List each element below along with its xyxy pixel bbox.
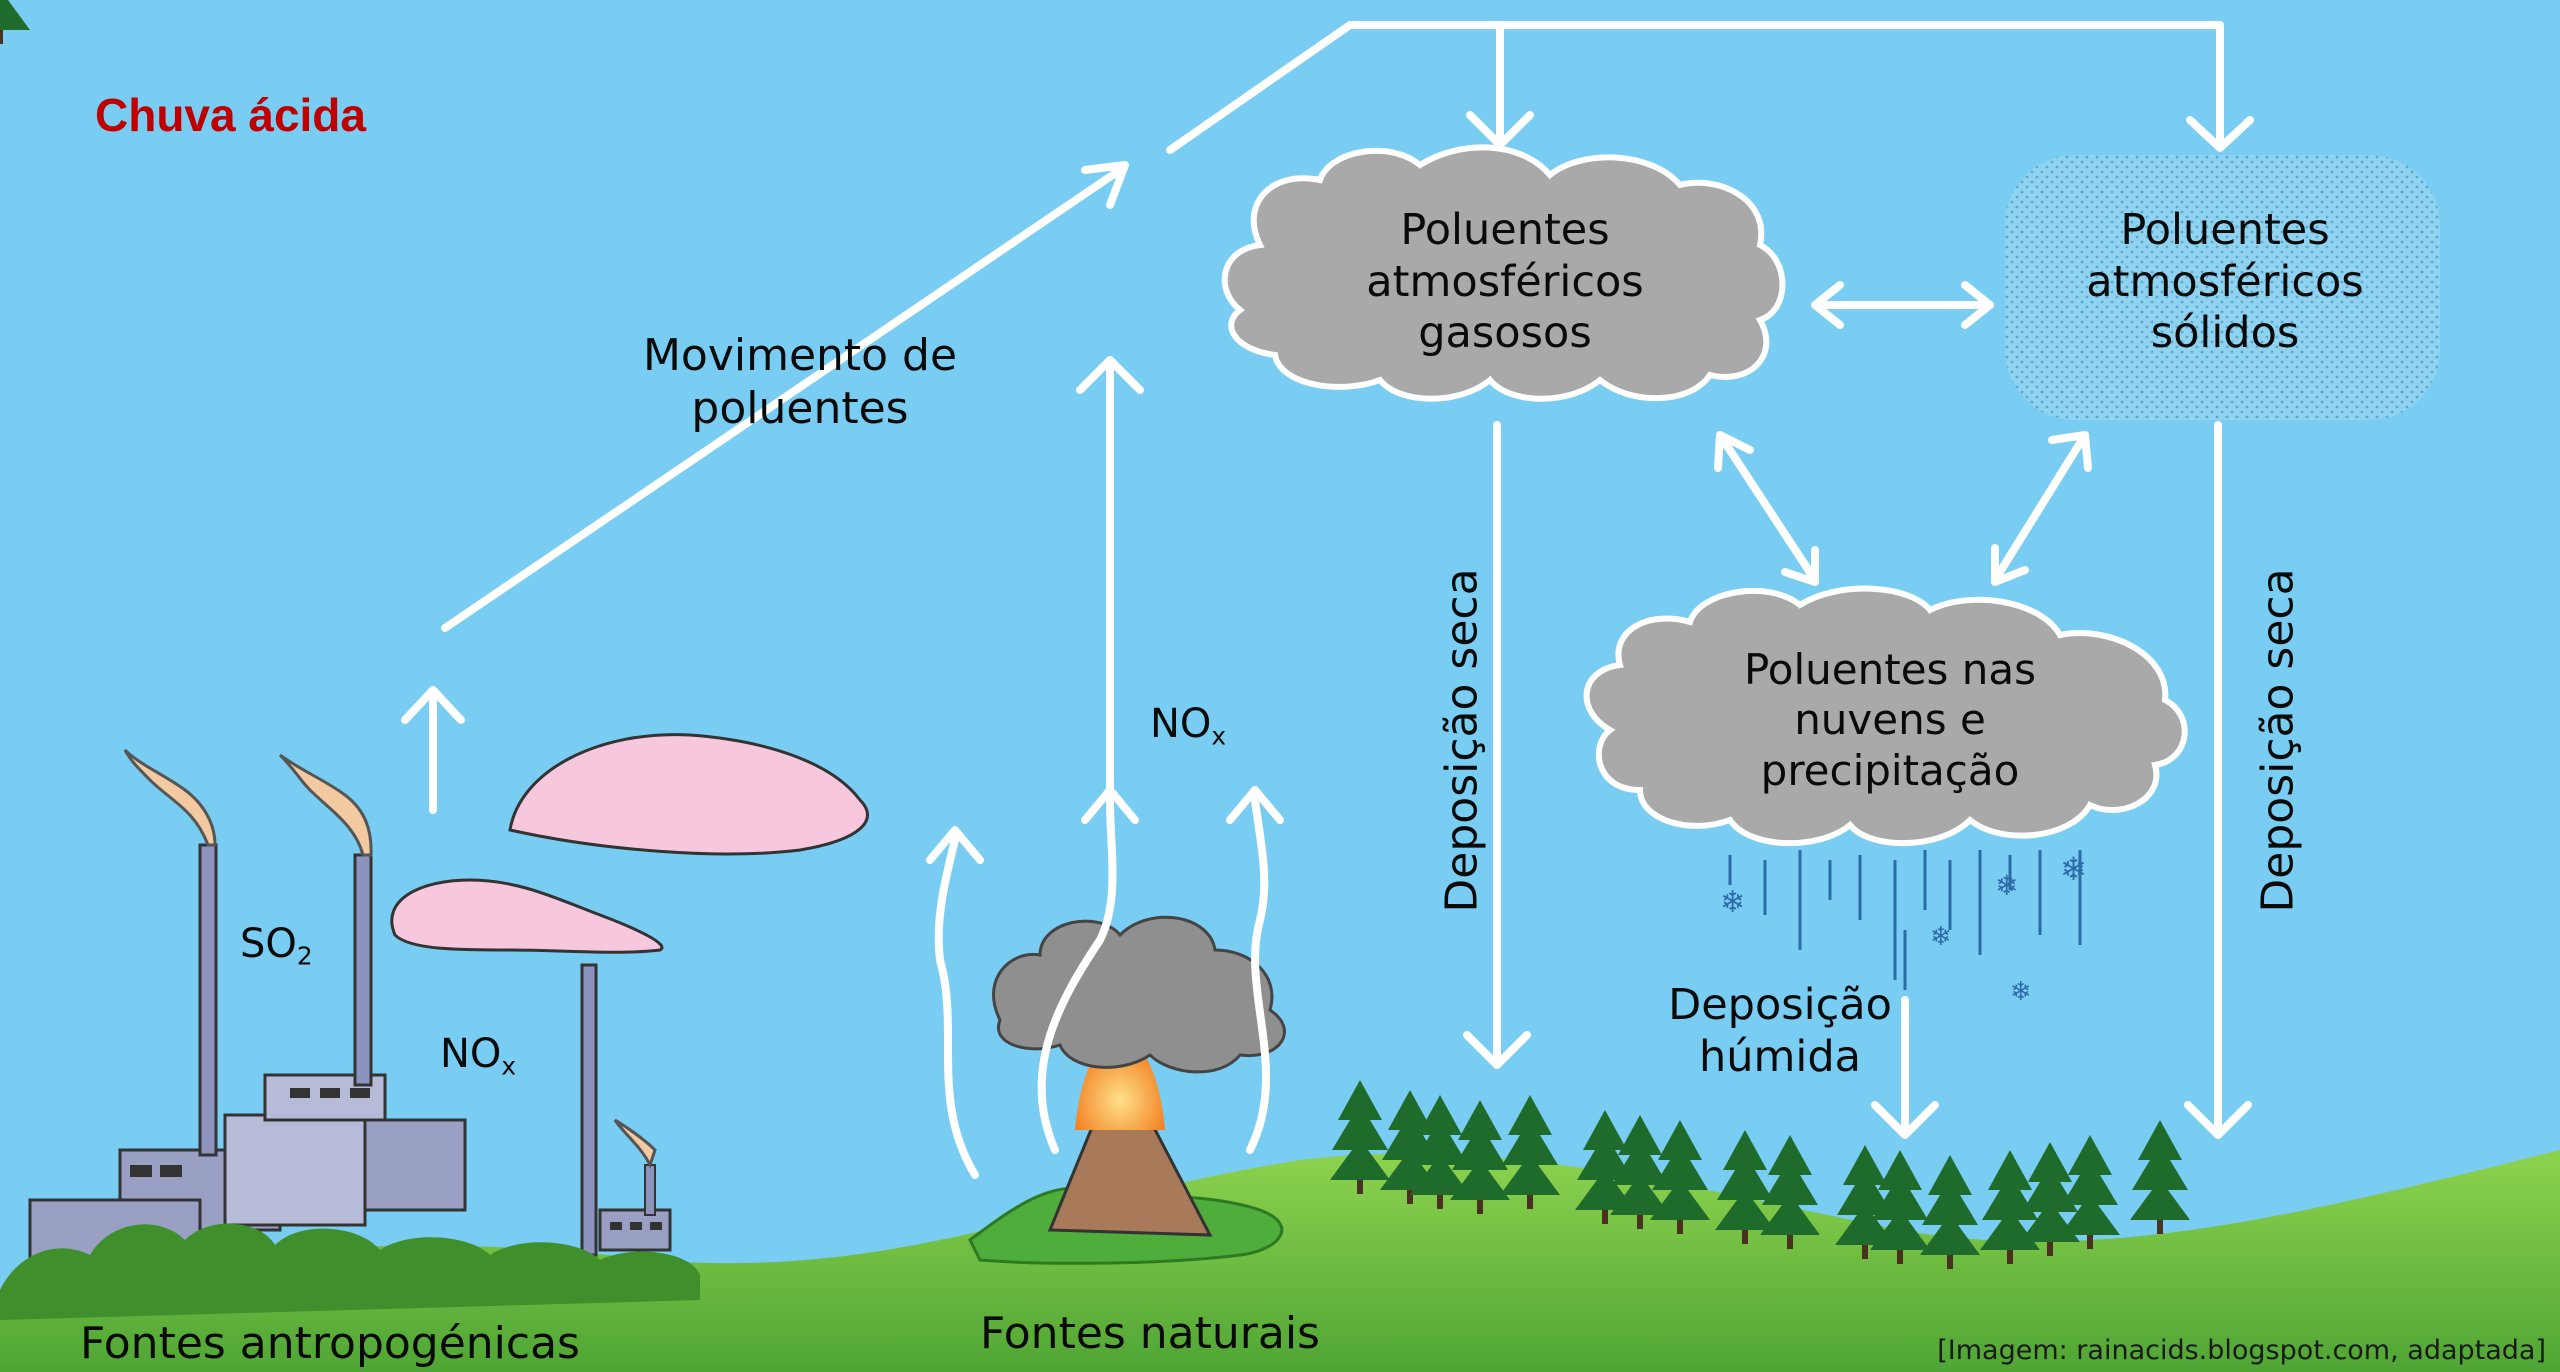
svg-text:❄: ❄ [2060, 850, 2087, 888]
solid-pollutants-label: Poluentes atmosféricos sólidos [2086, 205, 2364, 359]
smoke-plumes [123, 748, 657, 1169]
svg-text:❄: ❄ [1720, 885, 1745, 920]
dry-deposition-left-label: Deposição seca [1436, 568, 1488, 913]
anthropogenic-sources-label: Fontes antropogénicas [80, 1318, 580, 1369]
rain-and-snow: ❄ ❄ ❄ ❄ ❄ [1720, 850, 2087, 1007]
dry-deposition-right-label: Deposição seca [2252, 568, 2304, 913]
gaseous-pollutants-label: Poluentes atmosféricos gasosos [1366, 205, 1644, 359]
svg-text:❄: ❄ [1930, 922, 1952, 952]
pink-clouds [390, 733, 869, 954]
natural-sources-label: Fontes naturais [980, 1308, 1320, 1359]
volcano [968, 915, 1286, 1265]
cloud-precipitation-label: Poluentes nas nuvens e precipitação [1743, 645, 2037, 795]
ground-hills [0, 1150, 2560, 1372]
bushes [0, 1223, 700, 1320]
precipitation-cloud [1583, 585, 2188, 847]
forest [0, 0, 2190, 1269]
svg-text:❄: ❄ [2010, 977, 2032, 1007]
svg-text:❄: ❄ [1995, 869, 2018, 902]
nox-factory-label: NOx [440, 1031, 517, 1081]
nox-volcano-label: NOx [1150, 701, 1227, 751]
arrows [401, 21, 2254, 1179]
solid-pollutants-area [2005, 155, 2440, 420]
gaseous-cloud [1221, 144, 1786, 402]
diagram-title: Chuva ácida [95, 89, 366, 141]
wet-deposition-label: Deposição húmida [1668, 980, 1892, 1082]
so2-label: SO2 [240, 921, 313, 971]
image-credit: [Imagem: rainacids.blogspot.com, adaptad… [1937, 1335, 2546, 1366]
movement-label: Movimento de poluentes [642, 330, 958, 434]
